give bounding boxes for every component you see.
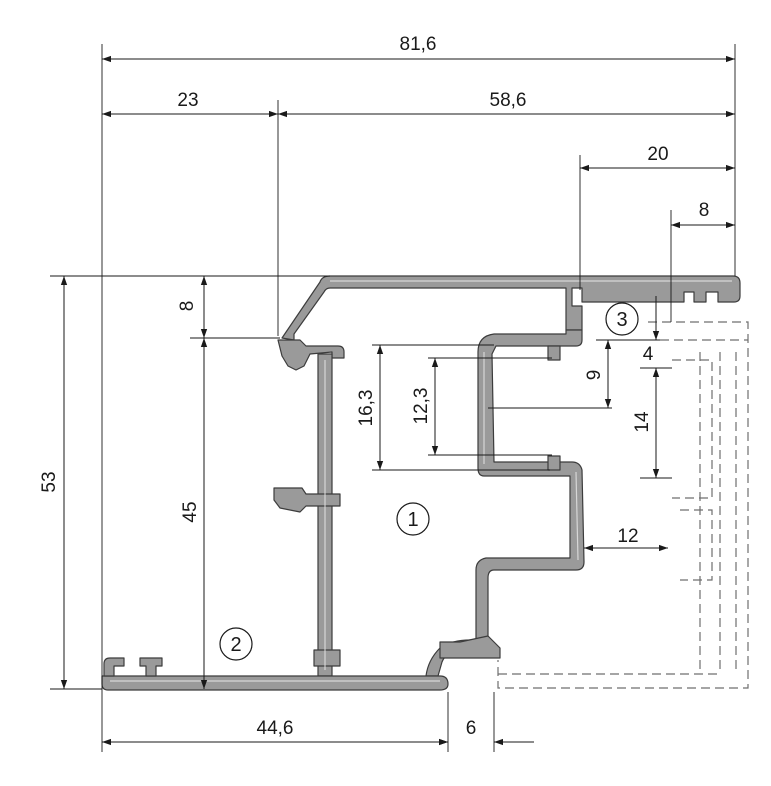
bottom-clip-2 (139, 657, 163, 677)
dim-lip: 8 (699, 200, 710, 221)
callout-1: 1 (396, 502, 430, 536)
aluminium-profile (101, 275, 741, 691)
dim-gap-14: 14 (632, 411, 653, 433)
bottom-clip-1 (103, 657, 125, 677)
step-nub-2 (547, 455, 561, 471)
callout-3-label: 3 (616, 309, 627, 331)
dim-right-span: 58,6 (490, 90, 527, 111)
left-head (277, 339, 345, 371)
dim-gap-4: 4 (643, 344, 654, 365)
dim-step-outer: 16,3 (356, 390, 377, 427)
dimension-lines (60, 55, 735, 746)
dim-left-top-gap: 8 (177, 301, 198, 312)
adjacent-profile-dashed (497, 321, 749, 689)
step-nub-1 (547, 345, 561, 361)
callout-1-label: 1 (407, 509, 418, 531)
dim-base-offset: 6 (466, 718, 477, 739)
web-stub (313, 649, 341, 667)
dimension-labels: 81,6 23 58,6 20 8 53 8 45 16,3 12,3 9 4 … (39, 34, 709, 739)
bottom-tab (439, 635, 501, 659)
dim-gap-9: 9 (584, 370, 605, 381)
dim-right-return: 20 (647, 144, 668, 165)
dim-overall-height: 53 (39, 471, 60, 492)
stepped-wall (425, 329, 585, 677)
dim-step-inner: 12,3 (411, 388, 432, 425)
dim-inner-height: 45 (180, 501, 201, 522)
dim-gap-12: 12 (617, 526, 638, 547)
callout-2-label: 2 (230, 634, 241, 656)
bottom-flange (101, 675, 449, 691)
callout-2: 2 (219, 627, 253, 661)
mid-stub (273, 487, 341, 513)
extension-lines (50, 44, 736, 752)
dim-base-width: 44,6 (257, 718, 294, 739)
callout-3: 3 (605, 302, 639, 336)
dim-overall-width: 81,6 (400, 34, 437, 55)
dim-left-offset: 23 (177, 90, 198, 111)
